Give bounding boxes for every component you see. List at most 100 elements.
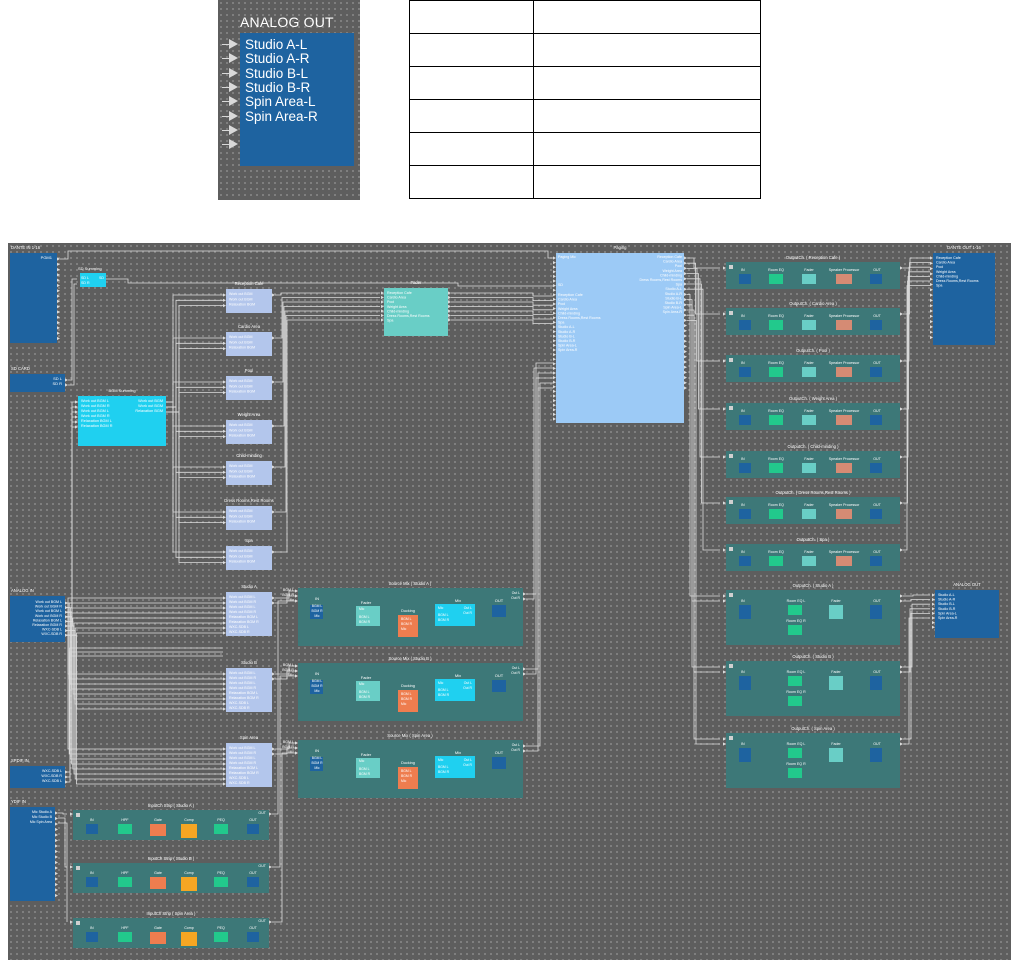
- input-port-icon[interactable]: [553, 371, 556, 375]
- sd-summing-block[interactable]: [80, 273, 106, 287]
- output-port-icon[interactable]: [57, 331, 60, 335]
- input-strip-in-block[interactable]: [86, 824, 98, 834]
- output-port-icon[interactable]: [684, 292, 687, 296]
- output-port-icon[interactable]: [448, 318, 451, 322]
- input-port-icon[interactable]: [930, 335, 933, 340]
- input-strip-out-block[interactable]: [247, 932, 259, 942]
- output-ch-checkbox[interactable]: [729, 406, 733, 410]
- output-ch-fader-block[interactable]: [829, 676, 843, 690]
- output-port-icon[interactable]: [65, 606, 68, 610]
- input-port-icon[interactable]: [723, 455, 726, 459]
- output-port-icon[interactable]: [684, 350, 687, 354]
- spdif-in-block[interactable]: [10, 766, 65, 788]
- output-port-icon[interactable]: [65, 383, 68, 387]
- input-port-icon[interactable]: [223, 347, 226, 351]
- input-port-icon[interactable]: [553, 362, 556, 366]
- zone-selector-block[interactable]: [226, 506, 272, 530]
- input-port-icon[interactable]: [381, 291, 384, 295]
- output-port-icon[interactable]: [272, 677, 275, 681]
- output-port-icon[interactable]: [55, 811, 58, 815]
- output-ch-out-block[interactable]: [870, 463, 882, 473]
- output-port-icon[interactable]: [55, 877, 58, 881]
- input-port-icon[interactable]: [75, 400, 78, 404]
- input-port-icon[interactable]: [723, 665, 726, 669]
- input-port-icon[interactable]: [295, 664, 298, 668]
- output-port-icon[interactable]: [684, 344, 687, 348]
- output-port-icon[interactable]: [900, 670, 903, 674]
- input-port-icon[interactable]: [553, 366, 556, 370]
- output-ch-in-block[interactable]: [739, 415, 751, 425]
- input-port-icon[interactable]: [932, 602, 935, 606]
- input-port-icon[interactable]: [553, 288, 556, 292]
- input-strip-comp-block[interactable]: [181, 877, 197, 891]
- input-port-icon[interactable]: [223, 697, 226, 701]
- input-port-icon[interactable]: [295, 589, 298, 593]
- output-ch-in-block[interactable]: [739, 463, 751, 473]
- input-port-icon[interactable]: [553, 334, 556, 338]
- output-port-icon[interactable]: [684, 303, 687, 307]
- output-port-icon[interactable]: [900, 594, 903, 598]
- output-ch-out-block[interactable]: [870, 509, 882, 519]
- output-port-icon[interactable]: [684, 308, 687, 312]
- source-mix-fader-block[interactable]: [356, 606, 380, 626]
- input-port-icon[interactable]: [553, 343, 556, 347]
- output-ch-room-eq-r-block[interactable]: [788, 625, 802, 635]
- output-port-icon[interactable]: [684, 381, 687, 385]
- input-port-icon[interactable]: [930, 288, 933, 292]
- output-port-icon[interactable]: [57, 321, 60, 325]
- output-port-icon[interactable]: [272, 672, 275, 676]
- output-port-icon[interactable]: [65, 601, 68, 605]
- input-strip-gate-block[interactable]: [150, 877, 166, 889]
- output-ch-checkbox[interactable]: [729, 358, 733, 362]
- output-port-icon[interactable]: [448, 304, 451, 309]
- input-port-icon[interactable]: [223, 601, 226, 605]
- output-port-icon[interactable]: [55, 855, 58, 859]
- input-port-icon[interactable]: [930, 320, 933, 324]
- input-port-icon[interactable]: [553, 353, 556, 357]
- input-port-icon[interactable]: [932, 621, 935, 625]
- output-port-icon[interactable]: [57, 336, 60, 341]
- output-port-icon[interactable]: [900, 312, 903, 316]
- input-port-icon[interactable]: [553, 270, 556, 274]
- input-port-icon[interactable]: [223, 672, 226, 676]
- output-ch-speaker-block[interactable]: [836, 556, 852, 566]
- output-ch-room-eq-l-block[interactable]: [788, 748, 802, 758]
- input-port-icon[interactable]: [553, 412, 556, 416]
- output-port-icon[interactable]: [684, 329, 687, 333]
- output-ch-checkbox[interactable]: [729, 311, 733, 315]
- output-port-icon[interactable]: [900, 266, 903, 270]
- input-strip-out-block[interactable]: [247, 824, 259, 834]
- input-strip-gate-block[interactable]: [150, 932, 166, 944]
- output-port-icon[interactable]: [269, 920, 272, 924]
- output-port-icon[interactable]: [448, 309, 451, 313]
- output-port-icon[interactable]: [684, 324, 687, 328]
- output-port-icon[interactable]: [55, 888, 58, 892]
- input-port-arrow-icon[interactable]: [229, 39, 238, 49]
- output-ch-speaker-block[interactable]: [836, 367, 852, 377]
- fader-block[interactable]: [384, 288, 448, 336]
- input-port-icon[interactable]: [223, 424, 226, 428]
- output-port-icon[interactable]: [65, 624, 68, 628]
- input-port-icon[interactable]: [553, 265, 556, 269]
- input-port-icon[interactable]: [223, 341, 226, 345]
- output-ch-speaker-block[interactable]: [836, 274, 852, 284]
- output-port-icon[interactable]: [900, 737, 903, 741]
- input-port-icon[interactable]: [223, 510, 226, 514]
- input-port-icon[interactable]: [930, 282, 933, 287]
- output-port-icon[interactable]: [55, 849, 58, 854]
- input-port-icon[interactable]: [223, 687, 226, 691]
- input-port-icon[interactable]: [930, 293, 933, 297]
- output-port-icon[interactable]: [57, 294, 60, 298]
- input-port-icon[interactable]: [295, 674, 298, 678]
- input-port-icon[interactable]: [930, 298, 933, 302]
- output-port-icon[interactable]: [55, 833, 58, 837]
- dante-in-block[interactable]: [10, 253, 57, 343]
- input-port-icon[interactable]: [295, 594, 298, 598]
- ydif-in-block[interactable]: [10, 807, 55, 901]
- output-port-icon[interactable]: [684, 355, 687, 359]
- input-port-icon[interactable]: [553, 320, 556, 324]
- input-port-icon[interactable]: [553, 307, 556, 311]
- input-port-icon[interactable]: [223, 385, 226, 389]
- output-ch-fader-block[interactable]: [802, 463, 816, 473]
- input-port-icon[interactable]: [553, 339, 556, 343]
